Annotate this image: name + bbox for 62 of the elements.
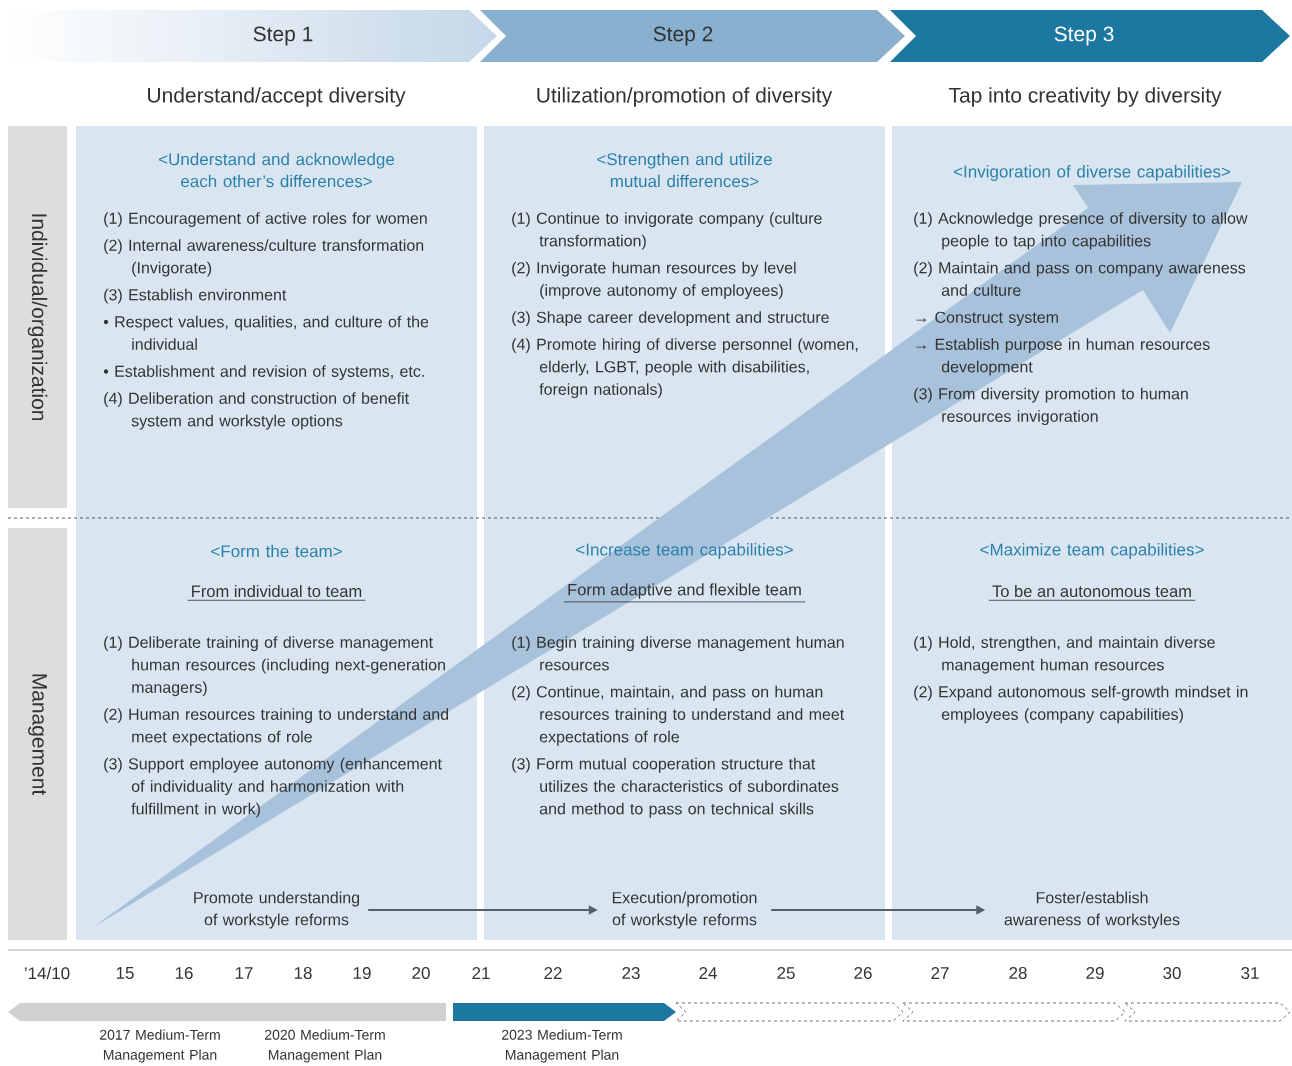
node-label: • Establishment and revision of systems, etc. <box>103 365 424 381</box>
cell-heading: <Form the team> <box>211 544 342 558</box>
cell-heading: <Maximize team capabilities> <box>980 543 1204 559</box>
step-subtitle: Understand/accept diversity <box>148 87 406 107</box>
step-subtitle: Tap into creativity by diversity <box>948 87 1222 107</box>
node-label: (1) Encouragement of active roles for women <box>104 212 427 228</box>
plan-label: 2023 Medium-Term Management Plan <box>502 1029 622 1063</box>
item-list: (1) Encouragement of active roles for women (2) Internal awareness/culture transformation (Invigorate) (3) Establish environment • Respect values, qualities, and culture of the individual • Establishment and revision of systems, etc. (4) Deliberation and construction of benefit system and workstyle options <box>103 212 429 430</box>
node-label: → Construct system <box>916 311 1058 327</box>
year-label: 26 <box>854 967 872 980</box>
stage-text: Promote understanding of workstyle reforms <box>194 891 360 929</box>
node-label: (3) Shape career development and structure <box>512 311 829 327</box>
year-label: 25 <box>777 967 795 980</box>
step-subtitle: Utilization/promotion of diversity <box>537 87 833 107</box>
year-label: 22 <box>544 967 562 979</box>
year-label: ’14/10 <box>24 966 70 980</box>
year-label: 27 <box>931 967 949 979</box>
node-label: (2) Invigorate human resources by level (improve autonomy of employees) <box>512 261 796 300</box>
node-label: • Respect values, qualities, and culture of the individual <box>103 315 429 350</box>
underlined-subtitle: From individual to team <box>187 584 366 601</box>
node-label: (2) Internal awareness/culture transformation (Invigorate) <box>104 239 424 277</box>
stage-text: Execution/promotion of workstyle reforms <box>612 891 757 929</box>
underlined-subtitle: To be an autonomous team <box>988 584 1196 601</box>
year-label: 28 <box>1009 967 1027 980</box>
item-list: (1) Begin training diverse management human resources (2) Continue, maintain, and pass on human resources training to understand and meet expectations of role (3) Form mutual cooperation structure that utilizes the characteristics of subordinates and method to pass on technical skills <box>512 636 845 818</box>
cell-heading: <Increase team capabilities> <box>576 543 793 559</box>
year-label: 30 <box>1163 967 1181 980</box>
item-list: (1) Acknowledge presence of diversity to allow people to tap into capabilities (2) Maintain and pass on company awareness and culture → Construct system → Establish purpose in human resources development (3) From diversity promotion to human resources invigoration <box>914 212 1248 426</box>
item-list: (1) Hold, strengthen, and maintain diverse management human resources (2) Expand autonomous self-growth mindset in employees (company capabilities) <box>914 636 1248 724</box>
cell-heading: <Understand and acknowledge each other’s differences> <box>158 152 395 188</box>
year-label: 24 <box>699 967 717 979</box>
year-label: 16 <box>175 967 193 980</box>
plan-label: 2020 Medium-Term Management Plan <box>265 1029 385 1063</box>
node-label: (3) From diversity promotion to human resources invigoration <box>914 387 1188 426</box>
year-label: 17 <box>235 967 253 979</box>
node-label: (1) Acknowledge presence of diversity to allow people to tap into capabilities <box>914 212 1248 250</box>
year-label: 18 <box>294 967 312 980</box>
step-chevron: Step 2 <box>480 10 905 62</box>
cell-heading: <Invigoration of diverse capabilities> <box>953 165 1231 181</box>
stage-text: Foster/establish awareness of workstyles <box>1004 891 1180 929</box>
node-label: (4) Deliberation and construction of benefit system and workstyle options <box>104 392 409 430</box>
underlined-subtitle: Form adaptive and flexible team <box>563 583 806 603</box>
node-label: (2) Maintain and pass on company awareness and culture <box>914 261 1246 296</box>
year-label: 29 <box>1086 967 1104 980</box>
year-label: 20 <box>412 967 430 980</box>
step-chevron: Step 1 <box>253 26 313 46</box>
item-list: (1) Continue to invigorate company (culture transformation) (2) Invigorate human resources by level (improve autonomy of employees) (3) Shape career development and structure (4) Promote hiring of diverse personnel (women, elderly, LGBT, people with disabilities, foreign nationals) <box>512 212 858 399</box>
step-chevron: Step 3 <box>890 10 1290 62</box>
node-label: (3) Establish environment <box>104 288 287 304</box>
year-label: 21 <box>472 967 490 979</box>
node-label: (4) Promote hiring of diverse personnel (women, elderly, LGBT, people with disabilities, foreign nationals) <box>512 338 858 399</box>
row-header: Management <box>8 528 67 940</box>
node-label: → Establish purpose in human resources development <box>916 338 1210 376</box>
item-list: (1) Deliberate training of diverse management human resources (including next-generation managers) (2) Human resources training to understand and meet expectations of role (3) Support employee autonomy (enhancement of individuality and harmonization with fulfillment in work) <box>104 636 449 818</box>
year-label: 31 <box>1241 967 1259 980</box>
node-label: (1) Continue to invigorate company (culture transformation) <box>512 212 822 250</box>
year-label: 15 <box>116 967 134 979</box>
year-label: 19 <box>353 967 371 980</box>
row-header: Individual/organization <box>8 126 67 508</box>
plan-label: 2017 Medium-Term Management Plan <box>100 1029 220 1063</box>
cell-heading: <Strengthen and utilize mutual differences> <box>597 152 772 188</box>
year-label: 23 <box>622 967 640 980</box>
